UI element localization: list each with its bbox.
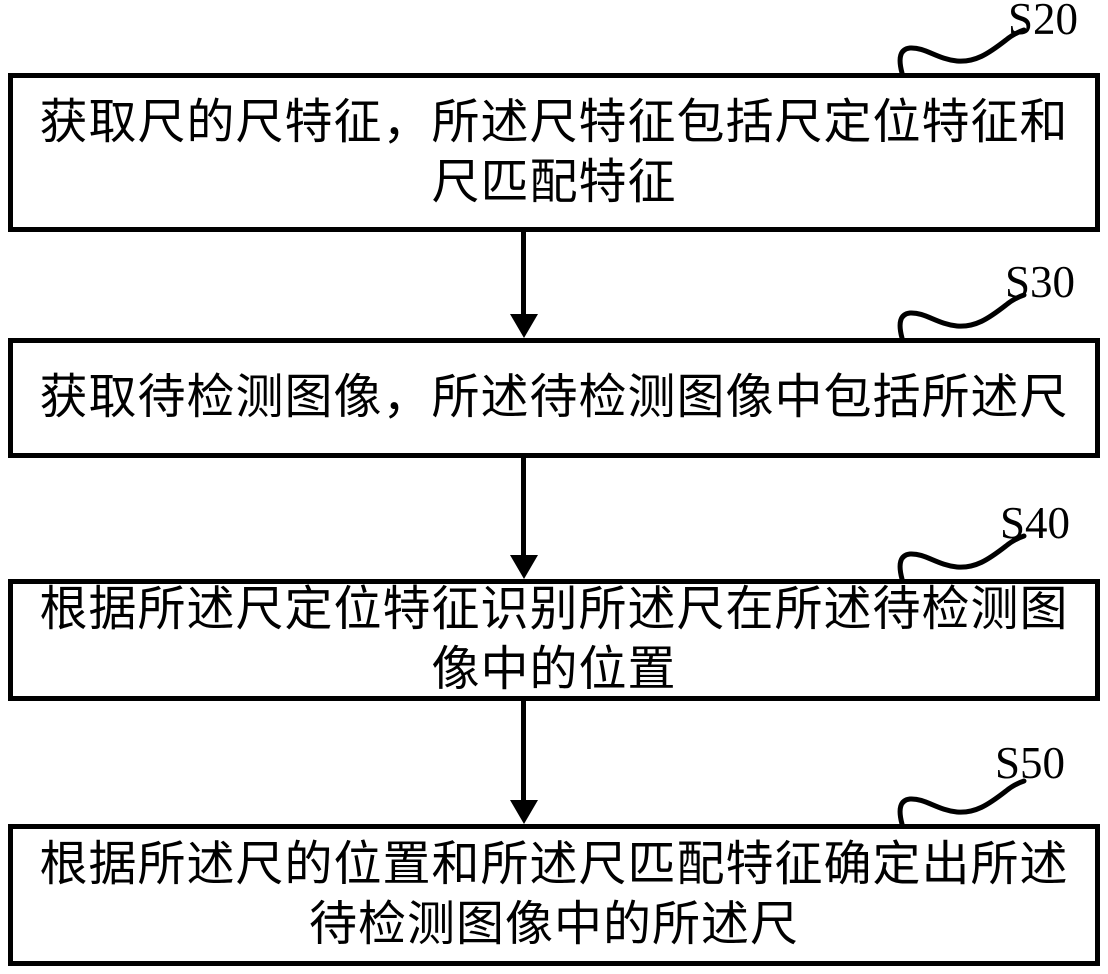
- arrow-shaft: [521, 458, 526, 561]
- flowchart-box-s40: 根据所述尺定位特征识别所述尺在所述待检测图 像中的位置: [8, 579, 1100, 701]
- flowchart-box-s20: 获取尺的尺特征，所述尺特征包括尺定位特征和 尺匹配特征: [8, 73, 1100, 232]
- box-text-line: 获取待检测图像，所述待检测图像中包括所述尺: [39, 371, 1069, 424]
- box-text-line: 待检测图像中的所述尺: [308, 898, 799, 951]
- box-text-line: 根据所述尺的位置和所述尺匹配特征确定出所述: [39, 838, 1069, 891]
- flow-arrow-down-icon: [508, 458, 540, 579]
- box-text-line: 像中的位置: [431, 643, 677, 696]
- arrow-head: [510, 555, 538, 579]
- step-label-s40: S40: [1000, 498, 1071, 548]
- squiggle-connector-icon: [897, 533, 1027, 581]
- box-text-line: 根据所述尺定位特征识别所述尺在所述待检测图: [39, 583, 1069, 636]
- squiggle-connector-icon: [897, 778, 1027, 826]
- flow-arrow-down-icon: [508, 232, 540, 338]
- squiggle-connector-icon: [897, 27, 1027, 75]
- flowchart-box-s50: 根据所述尺的位置和所述尺匹配特征确定出所述 待检测图像中的所述尺: [8, 824, 1100, 966]
- step-label-s20: S20: [1008, 0, 1079, 44]
- flow-arrow-down-icon: [508, 701, 540, 824]
- squiggle-connector-icon: [897, 292, 1027, 340]
- arrow-head: [510, 800, 538, 824]
- flowchart-box-s30: 获取待检测图像，所述待检测图像中包括所述尺: [8, 338, 1100, 458]
- arrow-head: [510, 314, 538, 338]
- box-text-line: 获取尺的尺特征，所述尺特征包括尺定位特征和: [39, 95, 1069, 149]
- arrow-shaft: [521, 232, 526, 320]
- step-label-s50: S50: [995, 738, 1066, 788]
- box-text-line: 尺匹配特征: [431, 155, 677, 209]
- step-label-s30: S30: [1005, 257, 1076, 307]
- arrow-shaft: [521, 701, 526, 806]
